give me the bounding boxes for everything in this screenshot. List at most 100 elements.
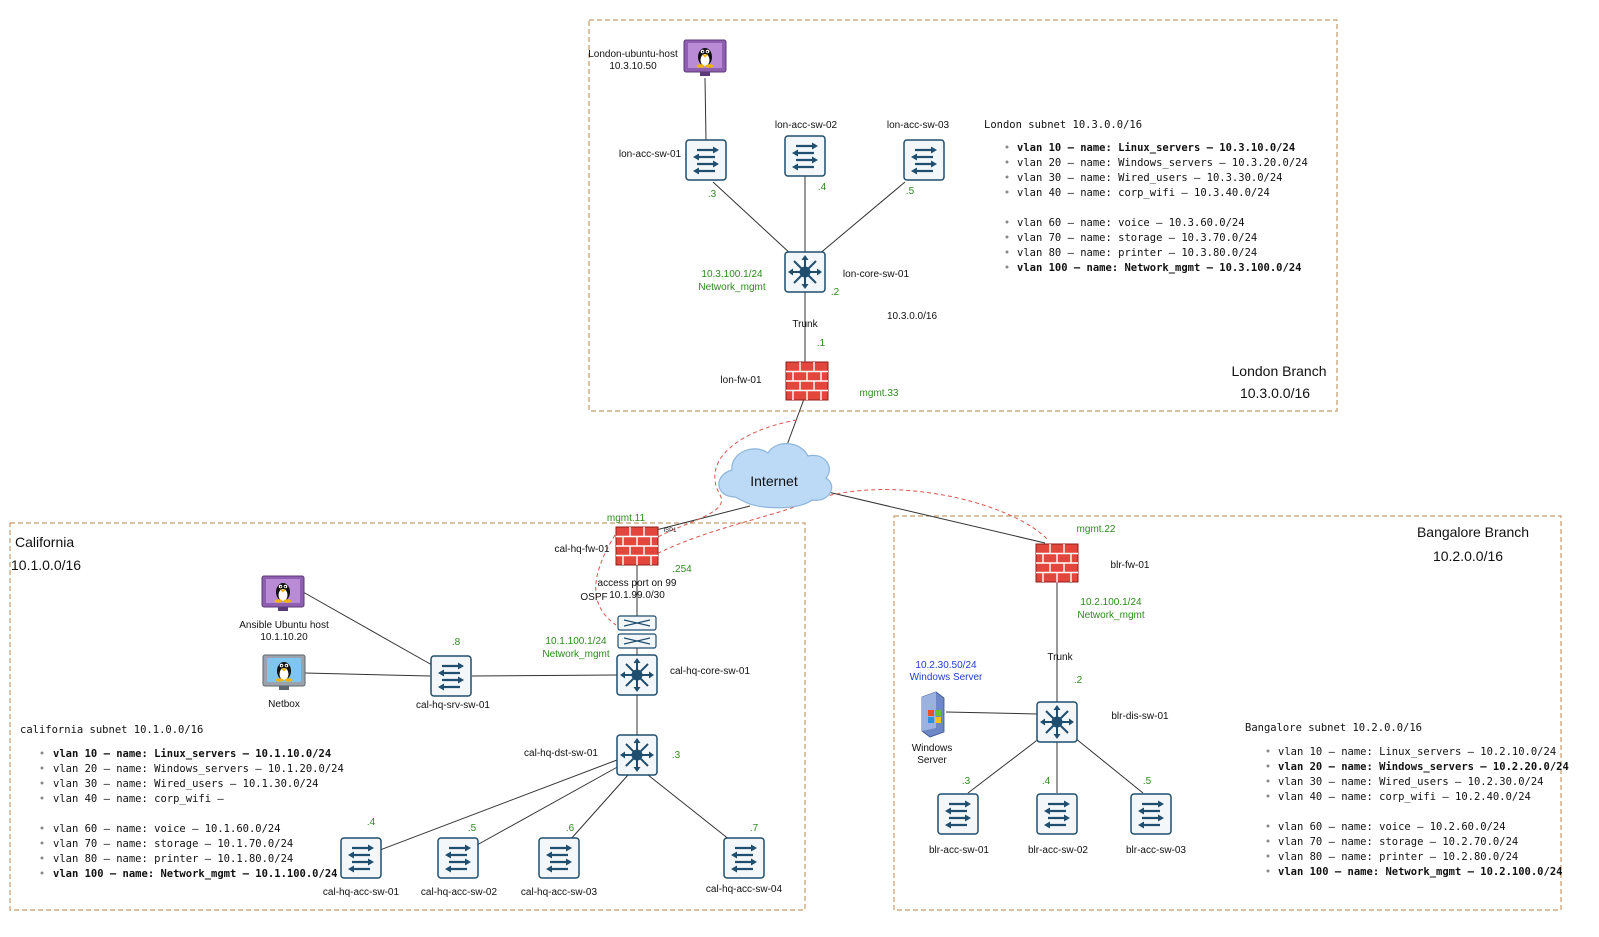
netbox-host[interactable] bbox=[262, 654, 306, 690]
blr-mgmt-name: Network_mgmt bbox=[1077, 610, 1144, 621]
region-london-box bbox=[588, 19, 1338, 412]
london-vlan-title: London subnet 10.3.0.0/16 bbox=[984, 119, 1142, 131]
blr-dis-ip: .2 bbox=[1074, 675, 1083, 686]
lon-acc-sw-02-label: lon-acc-sw-02 bbox=[775, 120, 838, 131]
cal-hq-fw-01-icon[interactable] bbox=[615, 526, 659, 566]
cal-mgmt-name: Network_mgmt bbox=[542, 649, 609, 660]
cal-fw-mgmt: mgmt.11 bbox=[607, 513, 646, 524]
london-vlan-item: vlan 10 – name: Linux_servers – 10.3.10.… bbox=[1017, 142, 1295, 154]
ansible-host-name: Ansible Ubuntu host bbox=[239, 620, 329, 631]
cal-srv-ip: .8 bbox=[452, 637, 461, 648]
blr-acc-sw-02-icon[interactable] bbox=[1035, 792, 1079, 836]
blr-win-label-2: Server bbox=[917, 755, 947, 766]
bangalore-vlan-item: vlan 100 – name: Network_mgmt – 10.2.100… bbox=[1278, 866, 1562, 878]
cal-mgmt-ip: 10.1.100.1/24 bbox=[545, 636, 607, 647]
london-vlan-item: vlan 20 – name: Windows_servers – 10.3.2… bbox=[1017, 157, 1308, 169]
cal-hq-acc-sw-03-label: cal-hq-acc-sw-03 bbox=[521, 887, 598, 898]
lon-core-sw-01-icon[interactable] bbox=[784, 251, 826, 293]
cal-hq-core-sw-01-icon[interactable] bbox=[616, 654, 658, 696]
blr-acc-sw-01-icon[interactable] bbox=[936, 792, 980, 836]
bangalore-vlan-item: vlan 20 – name: Windows_servers – 10.2.2… bbox=[1278, 761, 1569, 773]
cal-access-subnet: 10.1.99.0/30 bbox=[609, 590, 665, 601]
blr-acc-sw-01-label: blr-acc-sw-01 bbox=[929, 845, 989, 856]
blr-acc3-ip: .5 bbox=[1143, 776, 1152, 787]
windows-logo-icon bbox=[928, 710, 941, 723]
california-region-title: California bbox=[15, 534, 74, 550]
blr-fw-mgmt: mgmt.22 bbox=[1077, 524, 1116, 535]
cal-hq-acc-sw-02-label: cal-hq-acc-sw-02 bbox=[421, 887, 498, 898]
blr-acc-sw-02-label: blr-acc-sw-02 bbox=[1028, 845, 1088, 856]
london-vlan-item: vlan 70 – name: storage – 10.3.70.0/24 bbox=[1017, 232, 1257, 244]
london-ubuntu-host[interactable] bbox=[683, 39, 727, 76]
cal-hq-dst-sw-01-icon[interactable] bbox=[616, 734, 658, 776]
bangalore-vlan-item: vlan 60 – name: voice – 10.2.60.0/24 bbox=[1278, 821, 1506, 833]
lon-fw-mgmt: mgmt.33 bbox=[860, 388, 899, 399]
ansible-ubuntu-host[interactable] bbox=[261, 575, 305, 611]
windows-server[interactable] bbox=[921, 691, 945, 738]
california-vlan-item: vlan 10 – name: Linux_servers – 10.1.10.… bbox=[53, 748, 331, 760]
lon-fw-01-icon[interactable] bbox=[785, 361, 829, 401]
blr-acc2-ip: .4 bbox=[1042, 776, 1051, 787]
lon-acc-sw-01-ip: .3 bbox=[708, 189, 717, 200]
california-region-subnet: 10.1.0.0/16 bbox=[11, 557, 81, 573]
california-vlan-item: vlan 70 – name: storage – 10.1.70.0/24 bbox=[53, 838, 293, 850]
cal-hq-acc-sw-03-icon[interactable] bbox=[537, 836, 581, 880]
cal-hq-fw-01-label: cal-hq-fw-01 bbox=[554, 544, 609, 555]
california-vlan-item: vlan 60 – name: voice – 10.1.60.0/24 bbox=[53, 823, 281, 835]
california-vlan-title: california subnet 10.1.0.0/16 bbox=[20, 724, 203, 736]
california-vlan-item: vlan 80 – name: printer – 10.1.80.0/24 bbox=[53, 853, 293, 865]
blr-acc-sw-03-icon[interactable] bbox=[1129, 792, 1173, 836]
cal-hq-srv-sw-01-label: cal-hq-srv-sw-01 bbox=[416, 700, 490, 711]
lon-acc-sw-01-icon[interactable] bbox=[684, 138, 728, 182]
cal-hq-acc-sw-02-icon[interactable] bbox=[436, 836, 480, 880]
cal-hq-core-stack-icon[interactable] bbox=[617, 615, 657, 649]
cal-hq-acc-sw-04-icon[interactable] bbox=[722, 836, 766, 880]
bangalore-region-title: Bangalore Branch bbox=[1417, 524, 1529, 540]
london-vlan-item: vlan 100 – name: Network_mgmt – 10.3.100… bbox=[1017, 262, 1301, 274]
lon-acc-sw-02-icon[interactable] bbox=[783, 134, 827, 178]
cal-isp-label: ISP1 bbox=[663, 528, 677, 534]
lon-acc-sw-02-ip: .4 bbox=[818, 182, 827, 193]
cal-hq-dst-sw-01-label: cal-hq-dst-sw-01 bbox=[524, 748, 598, 759]
lon-trunk-label: Trunk bbox=[792, 319, 818, 330]
bangalore-vlan-item: vlan 70 – name: storage – 10.2.70.0/24 bbox=[1278, 836, 1518, 848]
blr-mgmt-ip: 10.2.100.1/24 bbox=[1080, 597, 1142, 608]
blr-dis-sw-01-icon[interactable] bbox=[1036, 701, 1078, 743]
blr-acc-sw-03-label: blr-acc-sw-03 bbox=[1126, 845, 1186, 856]
region-california-box bbox=[9, 522, 806, 911]
cal-acc1-ip: .4 bbox=[367, 817, 376, 828]
bangalore-region-subnet: 10.2.0.0/16 bbox=[1433, 548, 1503, 564]
region-bangalore-box bbox=[893, 515, 1562, 911]
california-vlan-list: vlan 10 – name: Linux_servers – 10.1.10.… bbox=[40, 748, 344, 880]
lon-acc-sw-03-icon[interactable] bbox=[902, 138, 946, 182]
cal-dst-ip: .3 bbox=[672, 750, 681, 761]
cal-acc3-ip: .6 bbox=[566, 823, 575, 834]
bangalore-vlan-title: Bangalore subnet 10.2.0.0/16 bbox=[1245, 722, 1422, 734]
lon-mgmt-name: Network_mgmt bbox=[698, 282, 765, 293]
lon-fw-ip: .1 bbox=[817, 338, 826, 349]
blr-win-name: Windows Server bbox=[910, 672, 983, 683]
ansible-host-ip: 10.1.10.20 bbox=[260, 632, 308, 643]
internet-cloud: Internet bbox=[718, 443, 833, 509]
lon-acc-sw-03-label: lon-acc-sw-03 bbox=[887, 120, 950, 131]
london-vlan-item: vlan 40 – name: corp_wifi – 10.3.40.0/24 bbox=[1017, 187, 1270, 199]
bangalore-vlan-item: vlan 40 – name: corp_wifi – 10.2.40.0/24 bbox=[1278, 791, 1531, 803]
cal-hq-acc-sw-01-label: cal-hq-acc-sw-01 bbox=[323, 887, 400, 898]
london-vlan-list: vlan 10 – name: Linux_servers – 10.3.10.… bbox=[1005, 142, 1308, 274]
blr-fw-01-icon[interactable] bbox=[1035, 543, 1079, 583]
bangalore-vlan-item: vlan 80 – name: printer – 10.2.80.0/24 bbox=[1278, 851, 1518, 863]
cal-hq-acc-sw-01-icon[interactable] bbox=[339, 836, 383, 880]
netbox-label: Netbox bbox=[268, 699, 300, 710]
london-region-subnet: 10.3.0.0/16 bbox=[1240, 385, 1310, 401]
links bbox=[302, 77, 1144, 851]
california-vlan-item: vlan 100 – name: Network_mgmt – 10.1.100… bbox=[53, 868, 337, 880]
london-vlan-item: vlan 80 – name: printer – 10.3.80.0/24 bbox=[1017, 247, 1257, 259]
lon-acc-sw-03-ip: .5 bbox=[906, 186, 915, 197]
london-vlan-item: vlan 60 – name: voice – 10.3.60.0/24 bbox=[1017, 217, 1245, 229]
cal-hq-acc-sw-04-label: cal-hq-acc-sw-04 bbox=[706, 884, 783, 895]
cal-acc4-ip: .7 bbox=[750, 823, 759, 834]
internet-label: Internet bbox=[750, 473, 798, 489]
cal-hq-srv-sw-01-icon[interactable] bbox=[429, 654, 473, 698]
lon-core-sw-01-label: lon-core-sw-01 bbox=[843, 269, 910, 280]
